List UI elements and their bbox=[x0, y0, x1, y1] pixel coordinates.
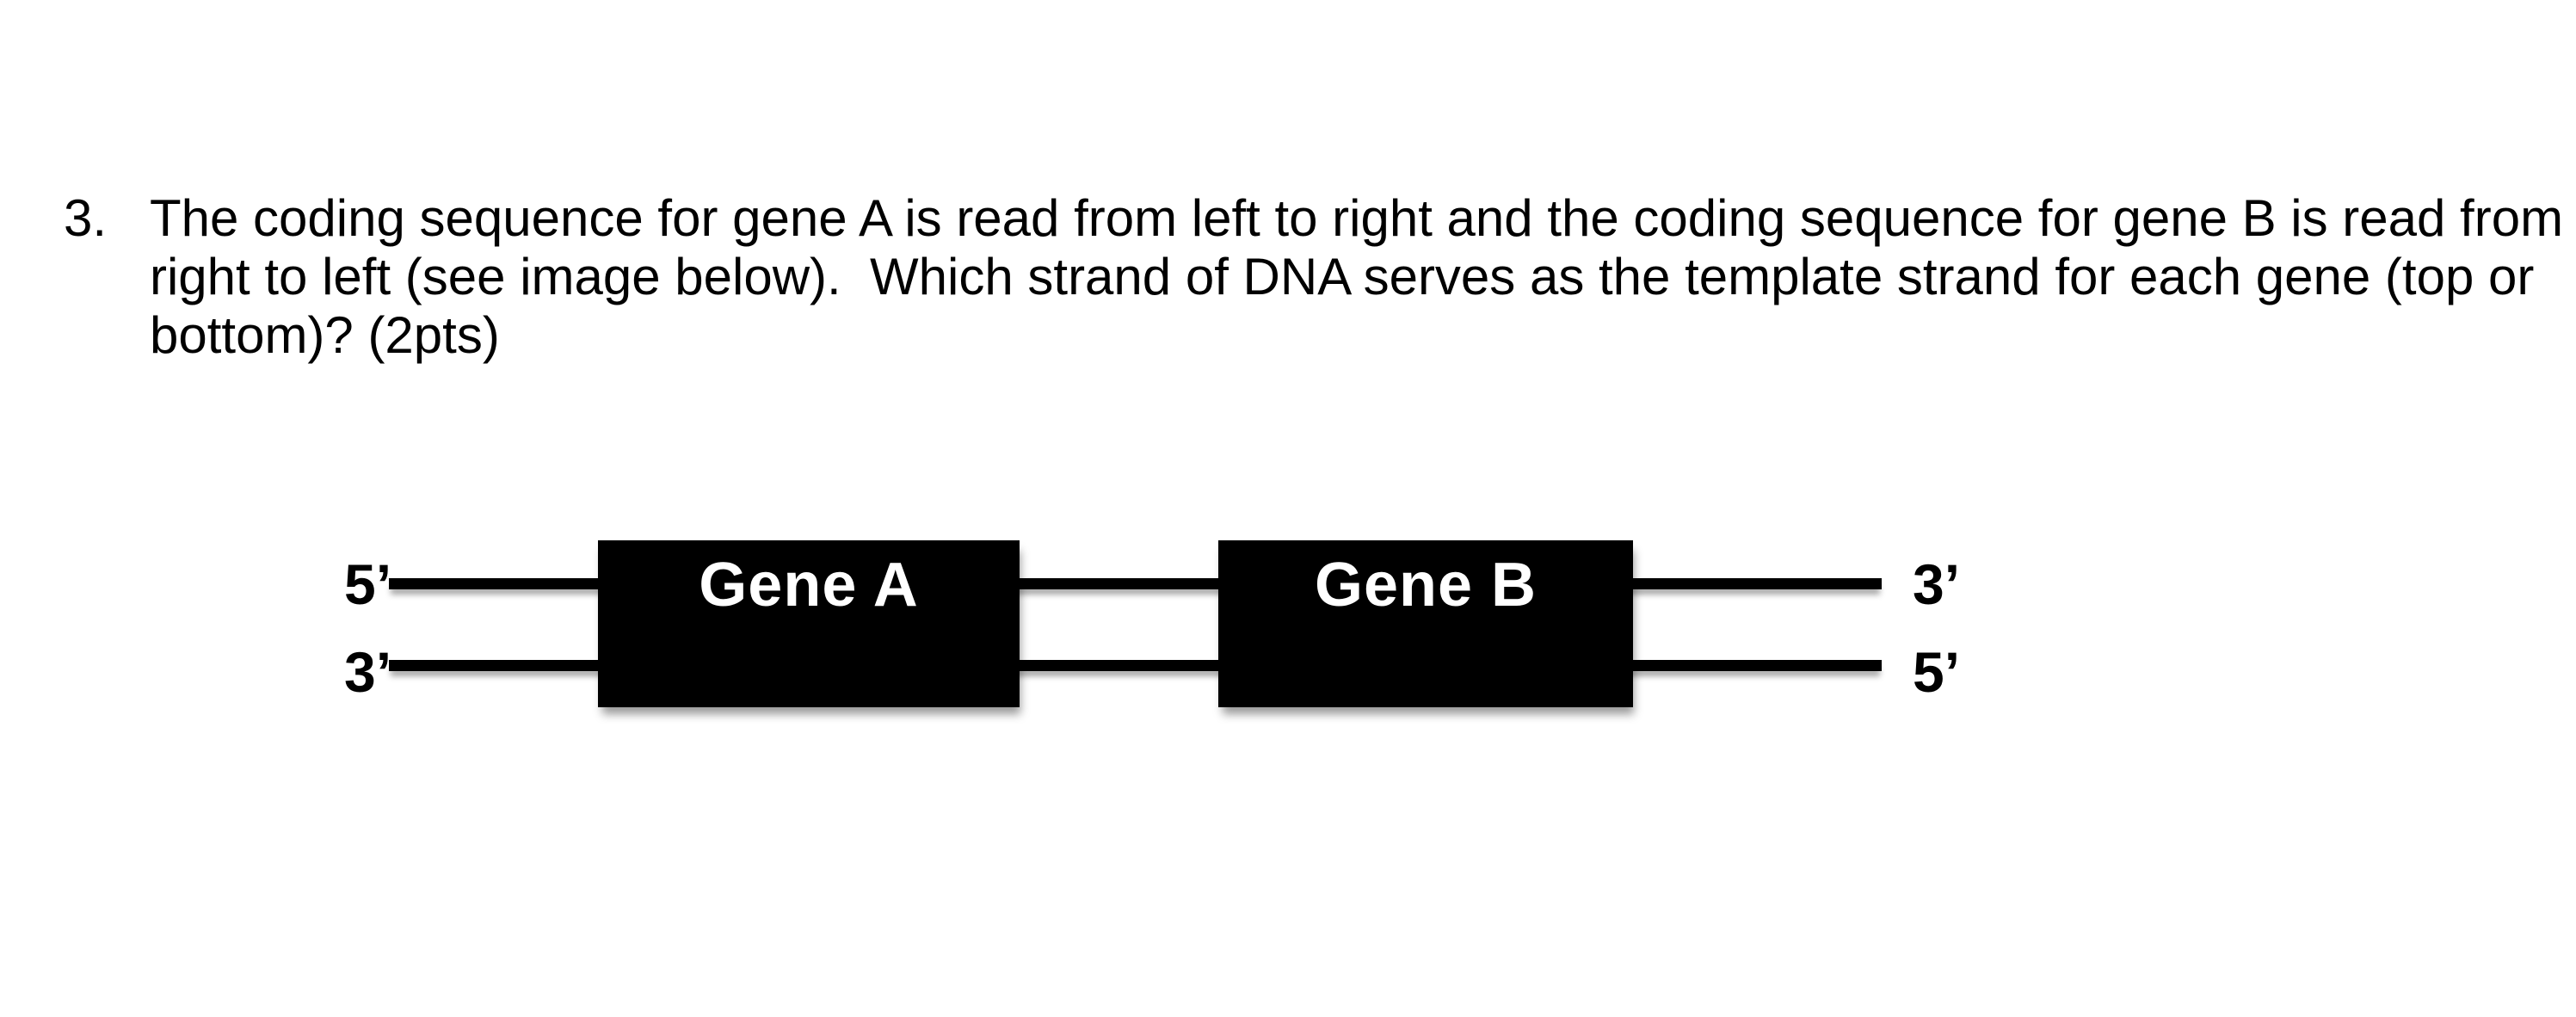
gene-b-box: Gene B bbox=[1218, 540, 1633, 707]
gene-b-label: Gene B bbox=[1314, 551, 1538, 619]
question-text-line-1: The coding sequence for gene A is read f… bbox=[150, 189, 2564, 247]
question-number: 3. bbox=[64, 189, 108, 247]
question-text-line-2: right to left (see image below). Which s… bbox=[150, 248, 2535, 305]
strand-end-label-bottom-right: 5’ bbox=[1913, 640, 1961, 704]
strand-end-label-top-right: 3’ bbox=[1913, 552, 1961, 616]
question-text: The coding sequence for gene A is read f… bbox=[150, 189, 2564, 365]
strand-end-label-top-left: 5’ bbox=[344, 552, 392, 616]
question-text-line-3: bottom)? (2pts) bbox=[150, 306, 500, 364]
strand-end-label-bottom-left: 3’ bbox=[344, 640, 392, 704]
gene-a-label: Gene A bbox=[699, 551, 919, 619]
gene-a-box: Gene A bbox=[598, 540, 1020, 707]
